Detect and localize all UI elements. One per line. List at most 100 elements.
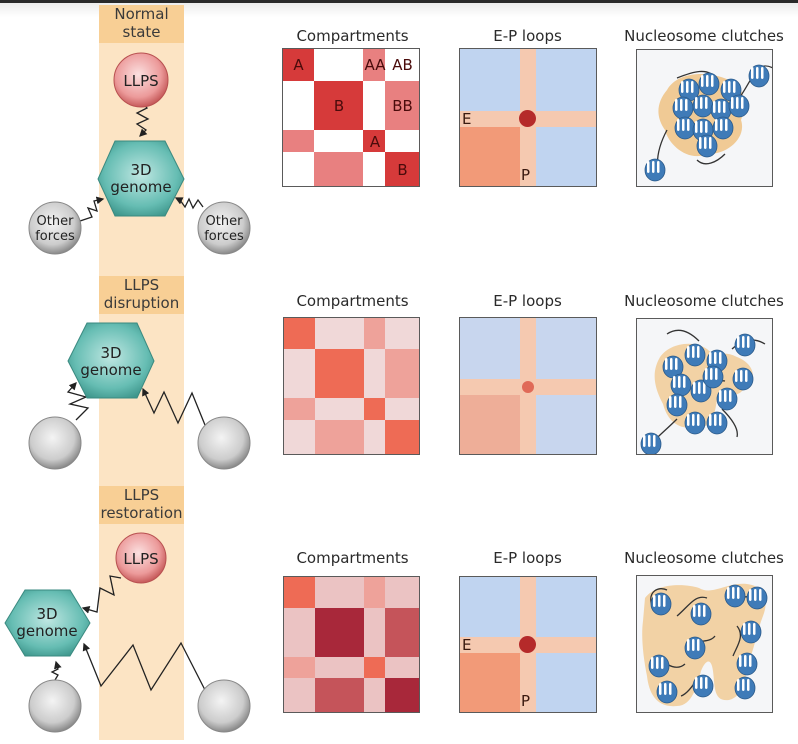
- genome-label-line1: 3D: [100, 344, 121, 362]
- compartment-block: [284, 318, 316, 350]
- force-diagram: LLPS 3D genome Other forces Other forces…: [4, 52, 251, 733]
- other-forces-right-node: [197, 679, 251, 733]
- nucleosome: [670, 373, 692, 397]
- compartments-matrix-normal: [282, 48, 420, 187]
- nucleosome: [716, 387, 738, 411]
- nucleosome: [698, 72, 720, 96]
- other-forces-right-node: Other forces: [197, 201, 251, 255]
- ep-loops-map-disruption: [459, 317, 597, 455]
- nucleosome: [696, 134, 718, 158]
- genome-label-line2: genome: [80, 361, 141, 379]
- state-label-line2: restoration: [100, 504, 183, 522]
- ep-contact-quadrant: [460, 127, 520, 186]
- nucleosome: [672, 96, 694, 120]
- nucleosome: [748, 64, 770, 88]
- window-top-shadow: [0, 3, 798, 17]
- state-label-line2: disruption: [103, 294, 180, 312]
- nucleosome: [678, 78, 700, 102]
- compartment-block: [284, 349, 316, 399]
- compartment-block: [315, 608, 365, 658]
- state-label-normal: Normal state: [99, 5, 184, 43]
- compartment-block: [385, 349, 419, 399]
- compartment-block: [315, 349, 365, 399]
- compartment-block: [363, 656, 386, 679]
- genome-node: 3D genome: [4, 589, 91, 657]
- other-forces-left-node: [28, 416, 82, 470]
- compartment-block: [314, 129, 364, 153]
- ep-loop-dot: [522, 381, 534, 393]
- compartment-block: [385, 678, 419, 712]
- compartment-block: [363, 398, 386, 421]
- nucleosome-clutches-restoration: [636, 575, 773, 713]
- genome-node: 3D genome: [67, 322, 155, 399]
- nucleosome: [662, 355, 684, 379]
- compartment-block: [315, 678, 365, 712]
- compartments-matrix-restoration: [283, 576, 420, 713]
- other-forces-left-node: [28, 679, 82, 733]
- compartment-block: [385, 80, 419, 131]
- nucleosome-illustration: [640, 329, 766, 454]
- nucleosome-clutches-disruption: [636, 318, 773, 455]
- compartment-block: [385, 49, 419, 81]
- nucleosome: [734, 333, 756, 357]
- row-llps-disruption: 3D genome: [28, 322, 251, 470]
- nucleosome: [684, 411, 706, 435]
- nucleosome: [734, 676, 756, 700]
- compartment-block: [314, 49, 364, 81]
- nucleosome: [690, 602, 712, 626]
- ep-loop-dot: [519, 110, 536, 127]
- compartment-block: [314, 151, 364, 186]
- compartments-title: Compartments: [296, 549, 409, 567]
- other-forces-label-line1: Other: [206, 214, 244, 229]
- state-label-line1: LLPS: [123, 276, 160, 294]
- nucleosome-title: Nucleosome clutches: [624, 292, 784, 310]
- state-label-line1: LLPS: [123, 486, 160, 504]
- compartment-block: [363, 678, 386, 712]
- ep-loops-map-normal: E P: [459, 48, 597, 187]
- ep-loops-title: E-P loops: [493, 27, 562, 45]
- compartment-block: [283, 49, 315, 81]
- nucleosome: [692, 94, 714, 118]
- compartment-block: [385, 318, 419, 350]
- nucleosome-clutches-normal: [636, 49, 773, 187]
- compartment-block: [363, 349, 386, 399]
- compartment-block: [385, 420, 419, 454]
- ep-loops-map-restoration: E P: [459, 576, 597, 713]
- other-forces-label-line1: Other: [37, 214, 75, 229]
- ep-contact-quadrant: [460, 653, 520, 712]
- compartment-block: [315, 577, 365, 609]
- spring-llps-genome: [81, 575, 122, 614]
- llps-node: LLPS: [115, 532, 167, 584]
- compartment-block: [284, 398, 316, 421]
- nucleosome: [650, 592, 672, 616]
- compartments-title: Compartments: [296, 292, 409, 310]
- compartment-block: [385, 129, 419, 153]
- promoter-label: P: [521, 166, 531, 184]
- nucleosome: [640, 432, 662, 454]
- state-label-restoration: LLPS restoration: [99, 486, 184, 524]
- nucleosome: [674, 116, 696, 140]
- compartment-label-ab: AB: [392, 56, 413, 74]
- nucleosome: [728, 94, 750, 118]
- compartment-block: [283, 129, 315, 153]
- compartment-block: [363, 318, 386, 350]
- row-llps-restoration: LLPS 3D genome: [4, 532, 251, 733]
- nucleosome-title: Nucleosome clutches: [624, 549, 784, 567]
- compartment-label-bb: BB: [392, 97, 413, 115]
- spring-right-forces: [142, 387, 206, 426]
- other-forces-right-node: [197, 416, 251, 470]
- compartment-label-a: A: [293, 56, 304, 74]
- other-forces-label-line2: forces: [204, 229, 244, 244]
- nucleosome: [648, 654, 670, 678]
- spring-right-forces: [82, 641, 206, 692]
- llps-label: LLPS: [123, 72, 158, 90]
- nucleosome: [666, 393, 688, 417]
- ep-loops-title: E-P loops: [493, 549, 562, 567]
- nucleosome: [692, 674, 714, 698]
- nucleosome: [724, 584, 746, 608]
- spring-right-forces: [174, 197, 204, 210]
- compartment-block: [363, 577, 386, 609]
- nucleosome: [732, 367, 754, 391]
- window-top-bar: [0, 0, 798, 3]
- state-label-line1: Normal: [114, 5, 169, 23]
